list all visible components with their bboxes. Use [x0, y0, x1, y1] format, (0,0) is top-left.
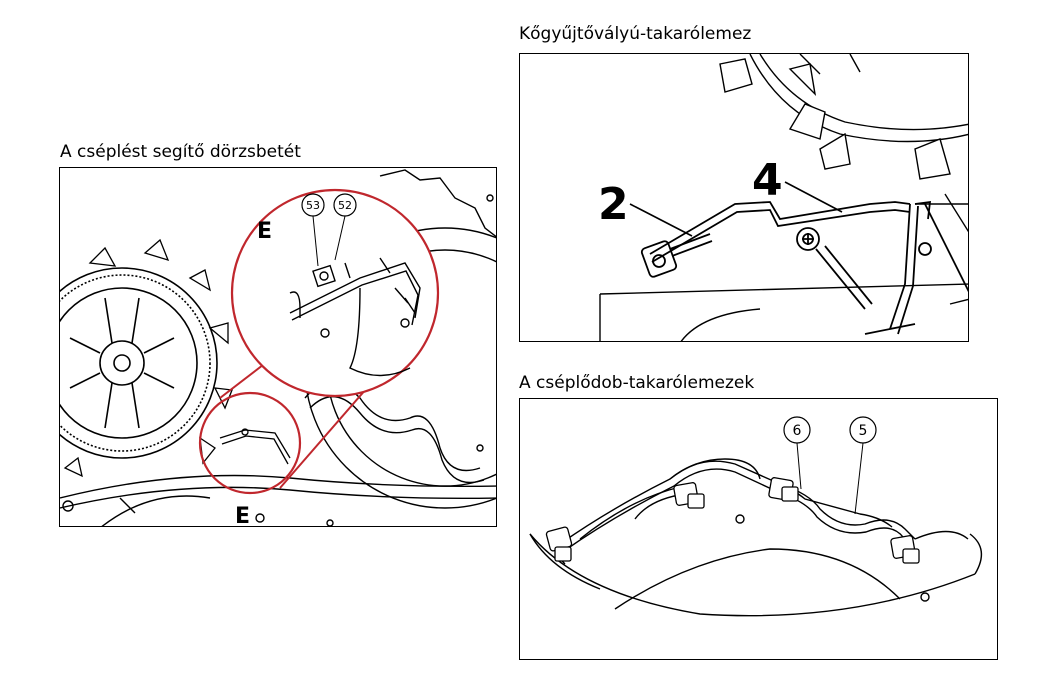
- detail-label-e-source: E: [235, 504, 250, 527]
- part-label-4: 4: [752, 155, 783, 206]
- callout-52: 52: [338, 199, 352, 212]
- part-label-2: 2: [598, 179, 629, 230]
- diagram-panel-drum-covers: 6 5: [519, 398, 998, 660]
- callout-5: 5: [859, 423, 868, 439]
- callout-circle-52: [333, 193, 357, 217]
- drum-covers-drawing: 6 5: [529, 416, 983, 617]
- diagram-panel-stone-trap: 2 4: [519, 53, 969, 342]
- stone-trap-drawing: 2 4: [598, 54, 968, 341]
- callout-circle-6: [783, 416, 811, 444]
- rasp-bar-callouts: 53 52 E E: [235, 193, 357, 527]
- panel-title-drum-covers: A cséplődob-takarólemezek: [519, 373, 755, 393]
- rasp-bar-drawing: [60, 169, 496, 526]
- callout-6: 6: [793, 423, 802, 439]
- panel-title-stone-trap: Kőgyűjtővályú-takarólemez: [519, 24, 752, 44]
- callout-53: 53: [306, 199, 320, 212]
- diagram-panel-rasp-bar: 53 52 E E: [59, 167, 497, 527]
- callout-circle-53: [301, 193, 325, 217]
- detail-label-e-magnified: E: [257, 219, 272, 244]
- callout-circle-5: [849, 416, 877, 444]
- panel-title-rasp-bar: A cséplést segítő dörzsbetét: [60, 142, 301, 162]
